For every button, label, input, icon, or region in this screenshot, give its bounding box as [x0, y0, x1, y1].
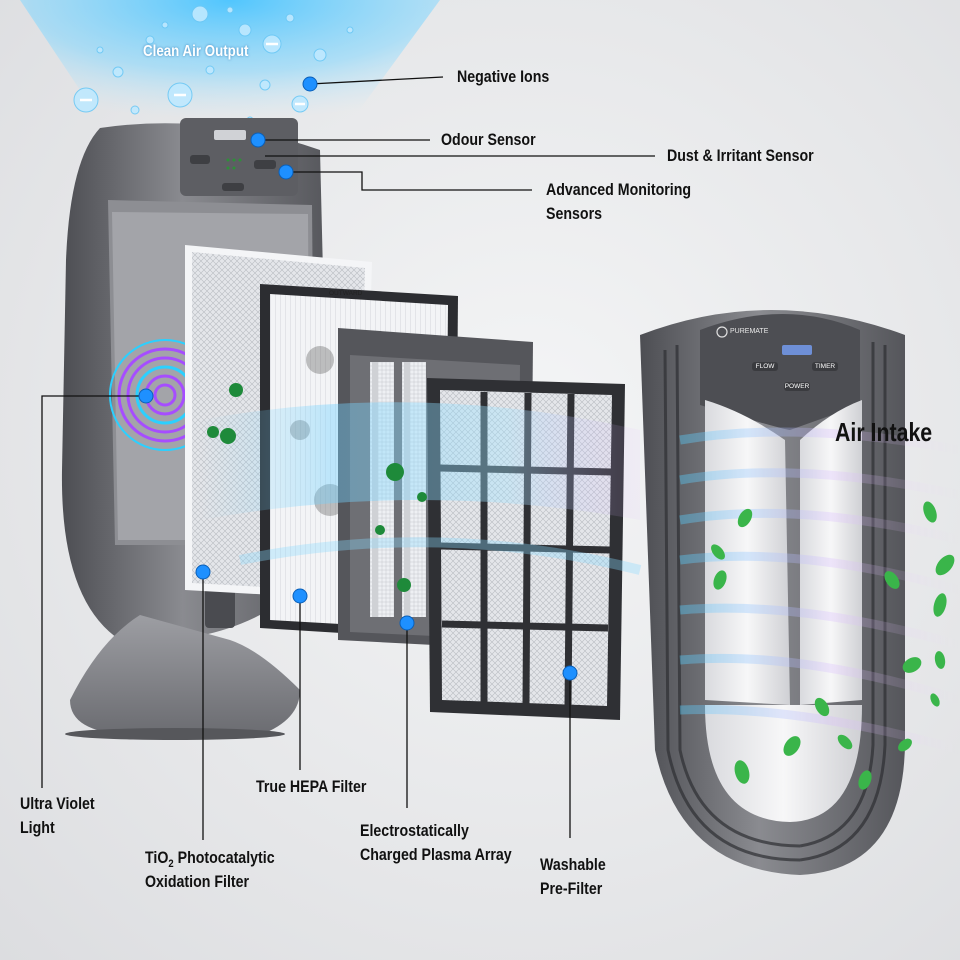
hepa-outward-label: OUTWARD [329, 290, 363, 297]
tio2-label-line2: Oxidation Filter [145, 873, 250, 891]
timer-button: TIMER [814, 363, 836, 370]
negative-ion-marks [80, 42, 305, 106]
odour-sensor-dot [250, 132, 266, 148]
plasma-array-label-line2: Charged Plasma Array [360, 846, 512, 864]
uv-light-label-line1: Ultra Violet [20, 795, 95, 813]
negative-ions-dot [302, 76, 318, 92]
clean-air-glow [20, 0, 440, 150]
pre-filter-label-line2: Pre-Filter [540, 880, 603, 898]
advanced-monitoring-label-line1: Advanced Monitoring [546, 181, 692, 199]
tio2-rest: Photocatalytic [173, 849, 275, 867]
callout-dots [138, 76, 578, 681]
pre-filter-dot [562, 665, 578, 681]
callout-lines [41, 76, 655, 840]
flow-button: FLOW [755, 363, 775, 370]
air-stream [200, 402, 640, 520]
air-intake-streams [679, 427, 960, 755]
odour-sensor-label: Odour Sensor [441, 131, 536, 149]
dust-sensor-label: Dust & Irritant Sensor [667, 147, 814, 165]
advanced-monitoring-label-line2: Sensors [546, 205, 603, 223]
power-button: POWER [784, 383, 810, 390]
leaves [711, 501, 955, 790]
clean-air-output-label: Clean Air Output [143, 43, 249, 60]
hepa-filter-label: True HEPA Filter [256, 778, 367, 796]
assembled-purifier [640, 310, 905, 875]
tio2-label-line1: TiO2 Photocatalytic [145, 846, 275, 876]
pre-filter-label-line1: Washable [540, 856, 606, 874]
advanced-monitoring-dot [278, 164, 294, 180]
tio2-prefix: TiO [145, 849, 169, 867]
uv-light-dot [138, 388, 154, 404]
plasma-array-label-line1: Electrostatically [360, 822, 469, 840]
brand-label: PUREMATE [730, 328, 769, 335]
uv-light-label-line2: Light [20, 819, 55, 837]
negative-ions-label: Negative Ions [457, 68, 550, 86]
hepa-filter-dot [292, 588, 308, 604]
tio2-filter-dot [195, 564, 211, 580]
air-intake-label: Air Intake [835, 417, 933, 447]
captured-particles [207, 383, 427, 592]
tio2-subscript: 2 [168, 858, 174, 870]
plasma-array-dot [399, 615, 415, 631]
